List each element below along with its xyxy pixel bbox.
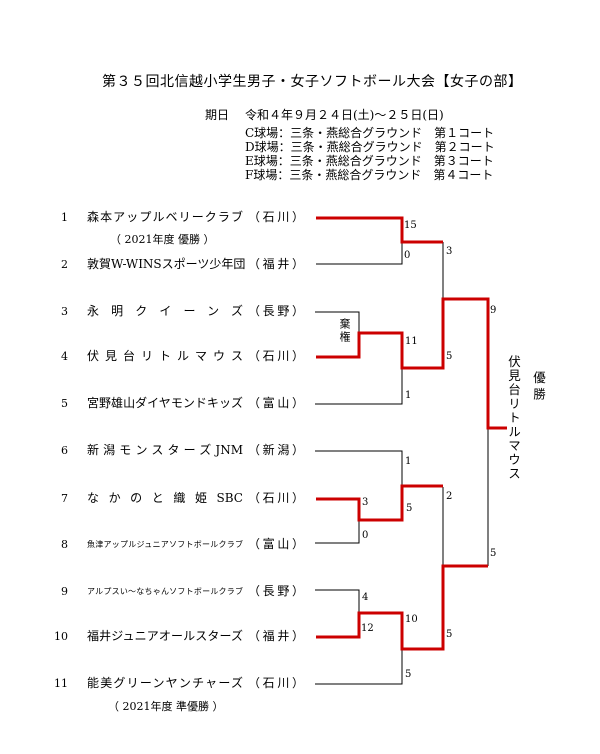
team-prefecture: （石川） [248, 349, 304, 363]
champion-label: 優勝 [531, 371, 546, 404]
seed-number: 3 [61, 305, 68, 318]
team-name: 新潟モンスターズJNM [87, 443, 243, 457]
score-r1-fukui: 12 [361, 623, 374, 634]
seed-number: 8 [61, 538, 68, 551]
team-prefecture: （長野） [248, 584, 304, 598]
score-sf1-morimoto: 3 [446, 246, 453, 257]
score-qf-fushimidai: 11 [405, 336, 418, 347]
score-sf2-fukui: 5 [446, 629, 453, 640]
team-prefecture: （富山） [248, 537, 304, 551]
team-name: 伏見台リトルマウス [87, 349, 243, 363]
venue-line-d: D球場：三条・燕総合グラウンド 第２コート [245, 140, 495, 154]
score-r1-nakanoto: 3 [362, 497, 369, 508]
team-name: なかのと織姫SBC [87, 491, 243, 505]
bracket-line-team2 [316, 242, 403, 265]
bracket-line-team5 [315, 369, 403, 405]
seed-number: 4 [61, 350, 68, 363]
bracket-line-team8 [315, 521, 360, 544]
schedule-date: 令和４年９月２４日(土)～２５日(日) [245, 108, 444, 122]
team-prefecture: （富山） [248, 396, 304, 410]
team-name: 永明クイーンズ [87, 304, 243, 318]
team-name: 魚津アップルジュニアソフトボールクラブ [87, 540, 243, 549]
team-name: 能美グリーンヤンチャーズ [87, 676, 243, 690]
team-prefecture: （福井） [248, 629, 304, 643]
team-11-note: （ 2021年度 準優勝 ） [108, 700, 224, 713]
champion-team-name: 伏見台リトルマウス [506, 355, 521, 481]
score-r1-uozu: 0 [362, 530, 369, 541]
score-sf1-fushimidai: 5 [446, 351, 453, 362]
bracket-line-team6 [315, 450, 403, 487]
team-prefecture: （新潟） [248, 443, 304, 457]
score-qf-fukui: 10 [405, 614, 418, 625]
team-prefecture: （長野） [248, 304, 304, 318]
team-prefecture: （石川） [248, 210, 304, 224]
score-sf2-nakanoto: 2 [446, 491, 453, 502]
seed-number: 5 [61, 397, 68, 410]
score-qf-miyano: 1 [405, 390, 412, 401]
score-qf-nakanoto: 5 [406, 503, 413, 514]
seed-number: 6 [61, 444, 68, 457]
score-r1-alps: 4 [362, 592, 369, 603]
team-prefecture: （福井） [248, 257, 304, 271]
seed-number: 7 [61, 492, 68, 505]
score-final-fukui: 5 [490, 548, 497, 559]
bracket-line-team11 [315, 650, 403, 685]
venue-line-c: C球場：三条・燕総合グラウンド 第１コート [245, 126, 495, 140]
team-prefecture: （石川） [248, 676, 304, 690]
team-name: 森本アップルベリークラブ [87, 210, 243, 224]
score-r1-morimoto: 15 [404, 220, 417, 231]
seed-number: 11 [54, 677, 68, 690]
winner-path-fukui [316, 564, 488, 651]
team-1-note: （ 2021年度 優勝 ） [110, 233, 215, 246]
winner-path-nakanoto [316, 484, 443, 522]
team-name: 福井ジュニアオールスターズ [87, 629, 243, 643]
forfeit-label: 棄権 [338, 318, 351, 344]
score-r1-tsuruga: 0 [404, 250, 411, 261]
team-name: 敦賀W-WINSスポーツ少年団 [87, 257, 246, 271]
bracket-line-team9 [315, 589, 360, 613]
winner-path-morimoto [316, 216, 443, 244]
page-title: 第３５回北信越小学生男子・女子ソフトボール大会【女子の部】 [102, 74, 523, 90]
venue-line-e: E球場：三条・燕総合グラウンド 第３コート [245, 154, 494, 168]
seed-number: 10 [54, 630, 68, 643]
team-name: アルプスい～なちゃんソフトボールクラブ [87, 587, 243, 596]
team-prefecture: （石川） [248, 491, 304, 505]
seed-number: 2 [61, 258, 68, 271]
team-name: 宮野雄山ダイヤモンドキッズ [87, 396, 243, 410]
schedule-label: 期日 [205, 108, 230, 122]
score-final-fushimidai: 9 [490, 305, 497, 316]
score-qf-niigata: 1 [405, 456, 412, 467]
score-qf-nomi: 5 [405, 669, 412, 680]
seed-number: 1 [61, 211, 68, 224]
venue-line-f: F球場：三条・燕総合グラウンド 第４コート [245, 168, 494, 182]
seed-number: 9 [61, 585, 68, 598]
